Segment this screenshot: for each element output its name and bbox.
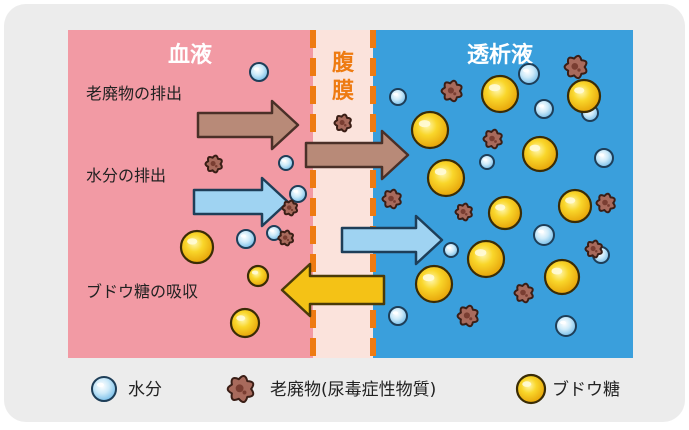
waste-particle (584, 239, 603, 259)
glucose-particle (179, 229, 215, 265)
glucose-particle (487, 195, 523, 231)
waste-particle (381, 188, 402, 210)
legend-glucose-icon (515, 373, 547, 405)
glucose-arrow (280, 262, 386, 318)
glucose-particle (414, 264, 454, 304)
legend-glucose-label: ブドウ糖 (552, 379, 620, 400)
waste-particle (333, 113, 352, 133)
water-particle (278, 155, 294, 171)
waste-particle (281, 199, 298, 217)
waste-removal-label: 老廃物の排出 (86, 84, 182, 103)
water-particle (388, 306, 408, 326)
glucose-particle (566, 78, 602, 114)
waste-particle (595, 192, 616, 214)
water-particle (443, 242, 459, 258)
glucose-particle (246, 264, 270, 288)
glucose-absorption-label: ブドウ糖の吸収 (86, 282, 198, 301)
legend-waste-label: 老廃物(尿毒症性物質) (270, 380, 436, 400)
glucose-particle (229, 307, 261, 339)
membrane-title-1: 腹 (332, 50, 355, 76)
water-particle (533, 224, 555, 246)
membrane-title-2: 膜 (332, 79, 354, 104)
glucose-particle (543, 258, 581, 296)
water-arrow-1 (192, 176, 290, 228)
dialysate-title: 透析液 (467, 42, 533, 68)
waste-particle (482, 128, 503, 150)
waste-particle (454, 202, 473, 222)
waste-particle (277, 229, 294, 247)
glucose-particle (480, 74, 520, 114)
glucose-particle (521, 135, 559, 173)
waste-arrow-2 (304, 129, 410, 181)
water-particle (289, 185, 307, 203)
legend-water-icon (91, 376, 117, 402)
water-removal-label: 水分の排出 (86, 166, 166, 185)
glucose-particle (426, 158, 466, 198)
water-particle (236, 229, 256, 249)
blood-title: 血液 (168, 42, 212, 68)
water-arrow-2 (340, 214, 444, 266)
water-particle (479, 154, 495, 170)
water-particle (518, 63, 540, 85)
water-particle (249, 62, 269, 82)
waste-particle (456, 304, 479, 328)
glucose-particle (557, 188, 593, 224)
water-particle (534, 99, 554, 119)
glucose-particle (410, 110, 450, 150)
waste-particle (563, 54, 588, 80)
water-particle (594, 148, 614, 168)
waste-particle (204, 154, 223, 174)
legend-waste-icon (226, 375, 255, 403)
waste-particle (513, 282, 534, 304)
water-particle (389, 88, 407, 106)
legend-water-label: 水分 (128, 380, 162, 400)
waste-arrow-1 (196, 99, 300, 151)
waste-particle (440, 79, 463, 103)
water-particle (555, 315, 577, 337)
glucose-particle (466, 239, 506, 279)
